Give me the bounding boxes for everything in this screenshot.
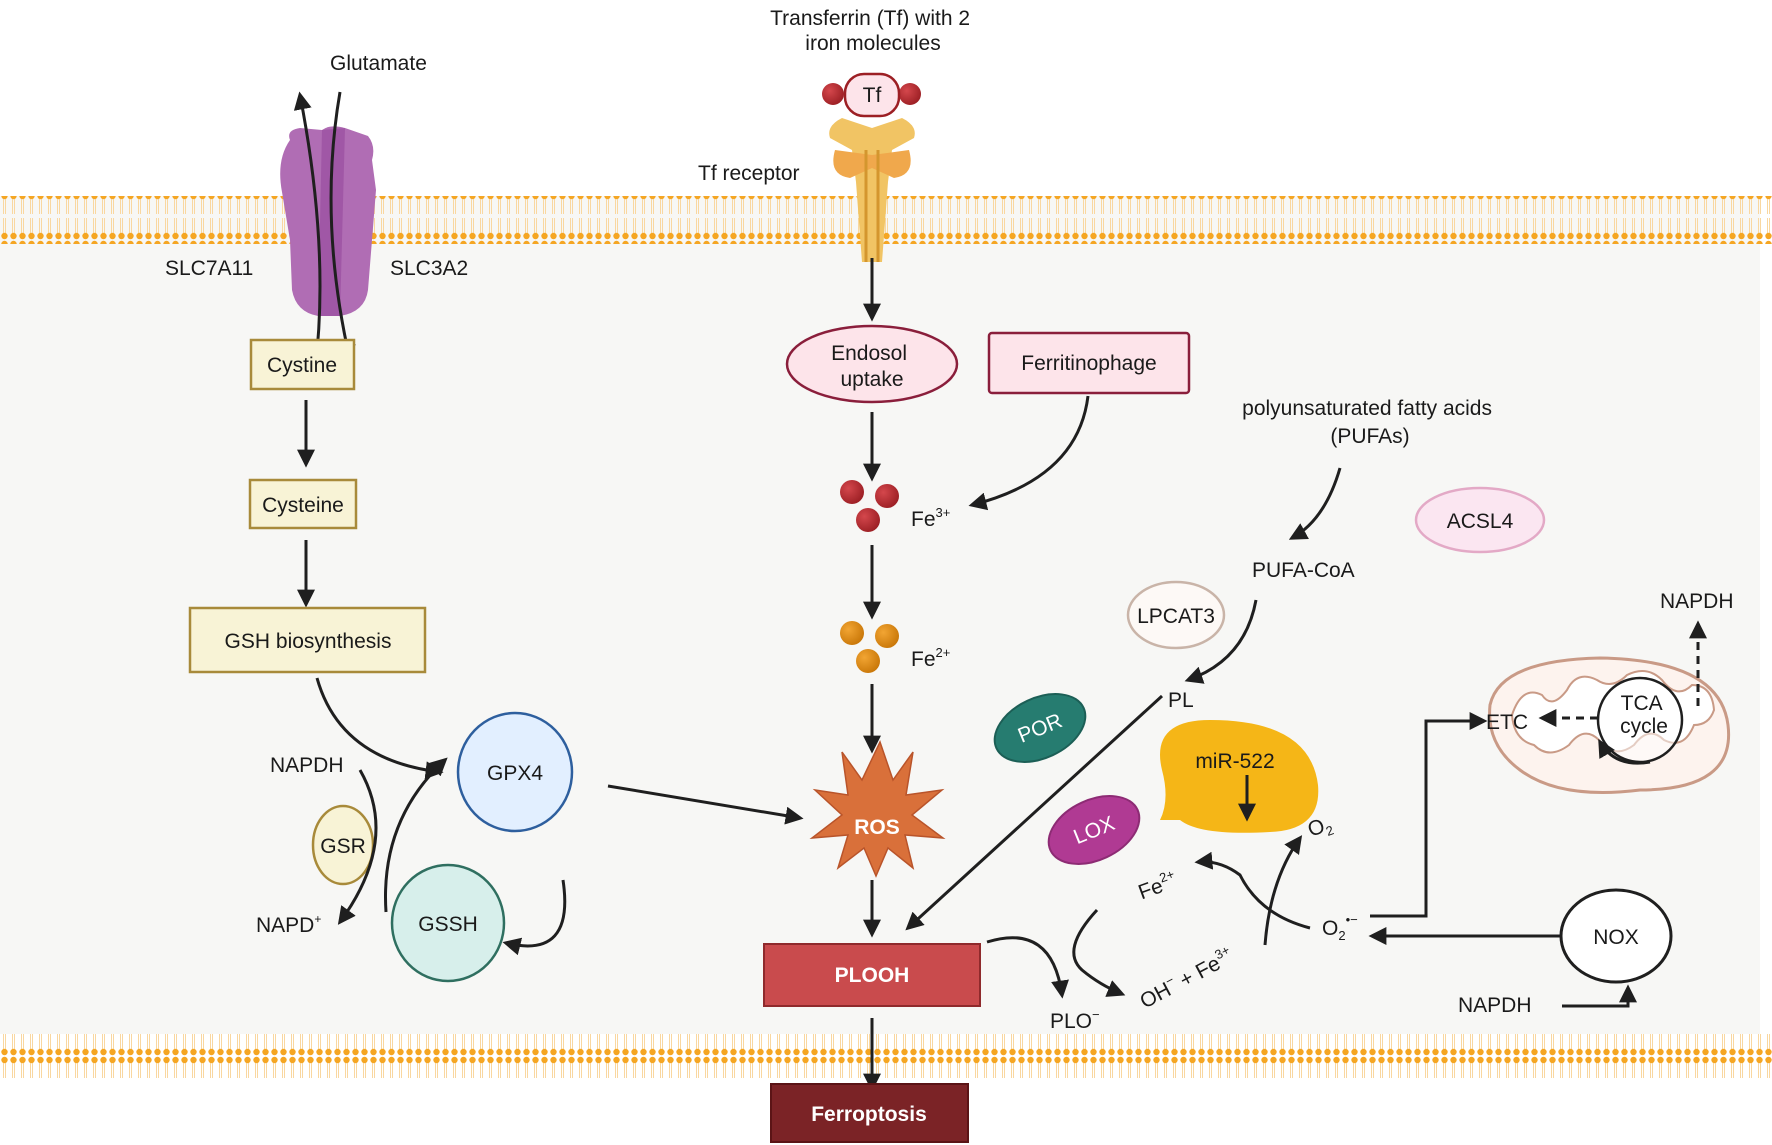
transferrin-label: Transferrin (Tf) with 2 iron molecules (770, 7, 976, 55)
lpcat3-node: LPCAT3 (1126, 580, 1226, 650)
napdh-to-napd-arrow (337, 769, 378, 925)
fe3-label: Fe3+ (911, 505, 950, 531)
cystine-box: Cystine (249, 338, 356, 391)
etc-label: ETC (1486, 711, 1528, 734)
mito-napdh-label: NAPDH (1660, 590, 1734, 613)
fe2-to-oh-arrow (1072, 908, 1126, 997)
gsr-node: GSR (311, 804, 375, 886)
fe2-ions (840, 621, 899, 673)
slc7a11-label: SLC7A11 (165, 257, 253, 280)
fe3-to-o2-arrow (1263, 835, 1303, 946)
pufacoa-to-pl-arrow (1184, 599, 1258, 684)
ros-burst: ROS (809, 740, 946, 878)
por-node: POR (993, 693, 1087, 763)
tca-cycle-label: TCA cycle (1620, 692, 1668, 738)
ferritinophage-box: Ferritinophage (987, 331, 1191, 395)
glutamate-label: Glutamate (330, 52, 427, 75)
gpx4-node: GPX4 (456, 711, 574, 833)
pl-label: PL (1168, 689, 1194, 712)
gpx4-to-ros-inhibit (607, 784, 804, 825)
fe3-ions (840, 480, 899, 532)
slc3a2-label: SLC3A2 (390, 257, 468, 280)
gssh-node: GSSH (390, 863, 506, 983)
svg-text:Endosol uptake: Endosol uptake (831, 342, 913, 391)
gssh-to-gpx4-arrow (384, 757, 448, 913)
ferritinophage-to-fe3-arrow (968, 395, 1090, 511)
svg-text:GSR: GSR (320, 835, 366, 858)
pufa-coa-label: PUFA-CoA (1252, 559, 1355, 582)
nox-node: NOX (1559, 888, 1673, 984)
slc7a11-slc3a2-transporter (280, 126, 376, 317)
svg-text:GSH biosynthesis: GSH biosynthesis (225, 630, 392, 653)
svg-text:miR-522: miR-522 (1195, 750, 1274, 773)
fe2-label: Fe2+ (911, 645, 950, 671)
svg-text:Ferroptosis: Ferroptosis (811, 1103, 927, 1126)
ferroptosis-box: Ferroptosis (770, 1083, 969, 1143)
svg-text:GPX4: GPX4 (487, 762, 543, 785)
cystine-import-arrow (329, 91, 356, 364)
svg-text:Cystine: Cystine (267, 354, 337, 377)
svg-text:Ferritinophage: Ferritinophage (1021, 352, 1156, 375)
transferrin-receptor-complex (829, 118, 915, 262)
svg-text:PLOOH: PLOOH (835, 964, 910, 987)
svg-text:NOX: NOX (1593, 926, 1639, 949)
svg-text:ROS: ROS (854, 816, 900, 839)
transferrin-tf: Tf (822, 72, 921, 118)
napdh-label-gsr: NAPDH (270, 754, 344, 777)
endosol-uptake-node: Endosol uptake (785, 324, 959, 404)
mir-522-bubble: miR-522 (1160, 720, 1319, 833)
superoxide-to-etc-arrow (1370, 712, 1488, 918)
svg-text:LPCAT3: LPCAT3 (1137, 605, 1215, 628)
plooh-box: PLOOH (763, 943, 981, 1007)
nox-napdh-label: NAPDH (1458, 994, 1532, 1017)
napdh-to-nox-arrow (1562, 984, 1637, 1008)
cysteine-box: Cysteine (248, 478, 358, 530)
svg-text:ACSL4: ACSL4 (1447, 510, 1514, 533)
svg-text:GSSH: GSSH (418, 913, 478, 936)
cell-membrane-bottom (0, 1034, 1772, 1082)
plooh-to-plo-arrow (986, 936, 1069, 999)
svg-text:Cysteine: Cysteine (262, 494, 344, 517)
acsl4-node: ACSL4 (1414, 486, 1546, 554)
pl-to-plooh-arrow (905, 694, 1164, 931)
tf-receptor-label: Tf receptor (698, 162, 800, 185)
pufa-to-pufacoa-arrow (1288, 467, 1342, 540)
svg-text:Tf: Tf (863, 84, 882, 107)
o2-label: O2 (1305, 812, 1336, 844)
plo-label: PLO− (1050, 1007, 1100, 1033)
napd-plus-label: NAPD+ (256, 912, 321, 937)
fe3-on-tf-left (822, 83, 844, 105)
gsh-biosynthesis-box: GSH biosynthesis (188, 606, 427, 674)
tca-cycle-arrow (1598, 738, 1651, 765)
gsh-to-gpx4-arrow (315, 677, 444, 780)
mitochondrion (1488, 656, 1731, 794)
superoxide-label: O2•− (1322, 912, 1358, 943)
superoxide-to-fe2-arrow (1194, 851, 1311, 930)
gpx4-to-gssh-arrow (502, 879, 567, 956)
lox-node: LOX (1047, 795, 1141, 865)
pufas-label: polyunsaturated fatty acids (PUFAs) (1242, 397, 1498, 448)
fe3-on-tf-right (899, 83, 921, 105)
